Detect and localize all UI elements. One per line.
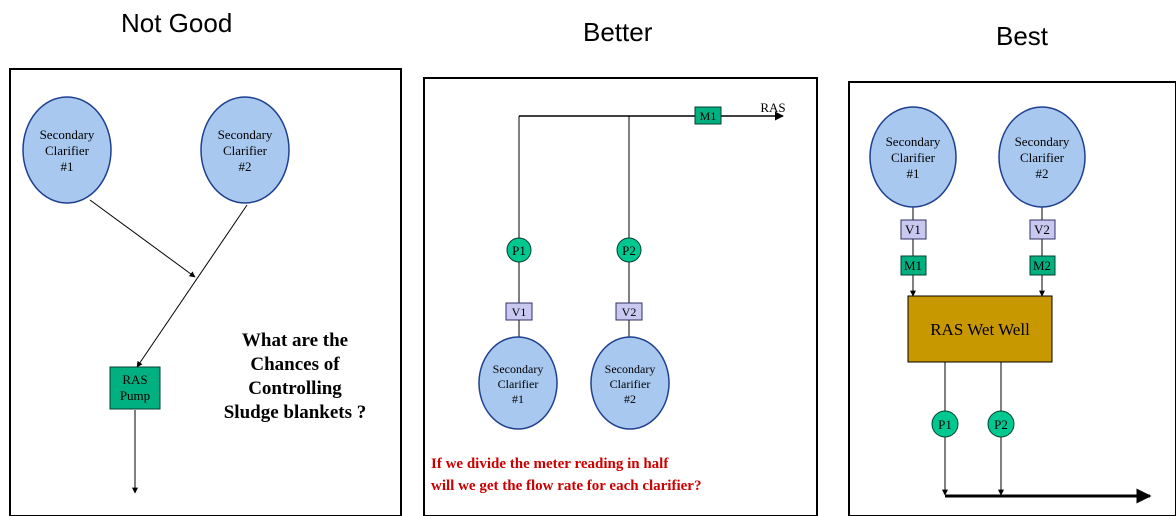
svg-text:V2: V2 <box>622 305 637 319</box>
svg-text:Clarifier: Clarifier <box>610 377 651 391</box>
question-line: Sludge blankets ? <box>223 402 367 423</box>
question-sludge-blankets: What are the Chances of Controlling Slud… <box>205 329 385 425</box>
pump-p1: P1 <box>506 237 532 263</box>
svg-text:V2: V2 <box>1034 222 1050 237</box>
svg-text:#2: #2 <box>624 392 636 406</box>
meter-m2: M2 <box>1029 255 1056 276</box>
question-line: If we divide the meter reading in half <box>431 456 669 472</box>
secondary-clarifier-1: Secondary Clarifier #1 <box>869 106 957 208</box>
svg-text:Clarifier: Clarifier <box>498 377 539 391</box>
meter-m1: M1 <box>694 106 722 125</box>
question-meter-reading: If we divide the meter reading in half w… <box>425 453 815 497</box>
svg-text:RAS: RAS <box>122 372 147 387</box>
question-line: Controlling <box>248 378 342 399</box>
svg-text:Clarifier: Clarifier <box>45 143 90 158</box>
heading-best: Best <box>996 21 1049 51</box>
svg-text:P2: P2 <box>994 417 1008 432</box>
svg-text:M2: M2 <box>1033 258 1051 273</box>
svg-text:P1: P1 <box>938 417 952 432</box>
valve-v1: V1 <box>900 219 927 240</box>
secondary-clarifier-2: Secondary Clarifier #2 <box>200 96 290 204</box>
svg-text:Secondary: Secondary <box>886 134 941 149</box>
secondary-clarifier-1: Secondary Clarifier #1 <box>22 96 112 204</box>
svg-text:#1: #1 <box>61 159 74 174</box>
svg-text:Secondary: Secondary <box>1015 134 1070 149</box>
svg-text:V1: V1 <box>905 222 921 237</box>
svg-text:Clarifier: Clarifier <box>1020 150 1065 165</box>
question-line: Chances of <box>250 354 340 375</box>
flow-line <box>89 199 196 278</box>
svg-text:#1: #1 <box>907 166 920 181</box>
svg-text:Clarifier: Clarifier <box>223 143 268 158</box>
secondary-clarifier-2: Secondary Clarifier #2 <box>998 106 1086 208</box>
svg-text:V1: V1 <box>512 305 527 319</box>
secondary-clarifier-2: Secondary Clarifier #2 <box>590 336 670 430</box>
panel-better: M1 RAS P1 P2 V1 V2 Secondary Clarifier #… <box>423 77 818 516</box>
svg-text:Secondary: Secondary <box>40 127 95 142</box>
svg-text:Clarifier: Clarifier <box>891 150 936 165</box>
svg-text:Secondary: Secondary <box>605 362 656 376</box>
heading-better: Better <box>583 17 653 47</box>
svg-text:#2: #2 <box>239 159 252 174</box>
svg-text:#2: #2 <box>1036 166 1049 181</box>
ras-pump: RAS Pump <box>109 366 161 410</box>
pump-p2: P2 <box>616 237 642 263</box>
flow-line <box>136 204 248 368</box>
ras-label: RAS <box>760 100 785 115</box>
svg-text:P1: P1 <box>512 243 526 258</box>
pump-p1: P1 <box>931 410 959 438</box>
svg-text:Secondary: Secondary <box>218 127 273 142</box>
svg-text:M1: M1 <box>904 258 922 273</box>
panel-best: Secondary Clarifier #1 Secondary Clarifi… <box>848 81 1176 516</box>
svg-text:Pump: Pump <box>120 388 150 403</box>
svg-text:RAS Wet Well: RAS Wet Well <box>930 320 1030 339</box>
question-line: What are the <box>241 330 349 351</box>
valve-v2: V2 <box>1029 219 1056 240</box>
pump-p2: P2 <box>987 410 1015 438</box>
svg-text:M1: M1 <box>700 109 717 123</box>
panel-frame <box>423 77 818 516</box>
question-line: will we get the flow rate for each clari… <box>431 478 702 494</box>
valve-v2: V2 <box>615 302 643 321</box>
valve-v1: V1 <box>505 302 533 321</box>
ras-wet-well: RAS Wet Well <box>907 295 1053 363</box>
svg-text:#1: #1 <box>512 392 524 406</box>
heading-not-good: Not Good <box>121 8 233 38</box>
secondary-clarifier-1: Secondary Clarifier #1 <box>478 336 558 430</box>
panel-not-good: Secondary Clarifier #1 Secondary Clarifi… <box>9 68 402 516</box>
meter-m1: M1 <box>900 255 927 276</box>
svg-text:Secondary: Secondary <box>493 362 544 376</box>
svg-text:P2: P2 <box>622 243 636 258</box>
